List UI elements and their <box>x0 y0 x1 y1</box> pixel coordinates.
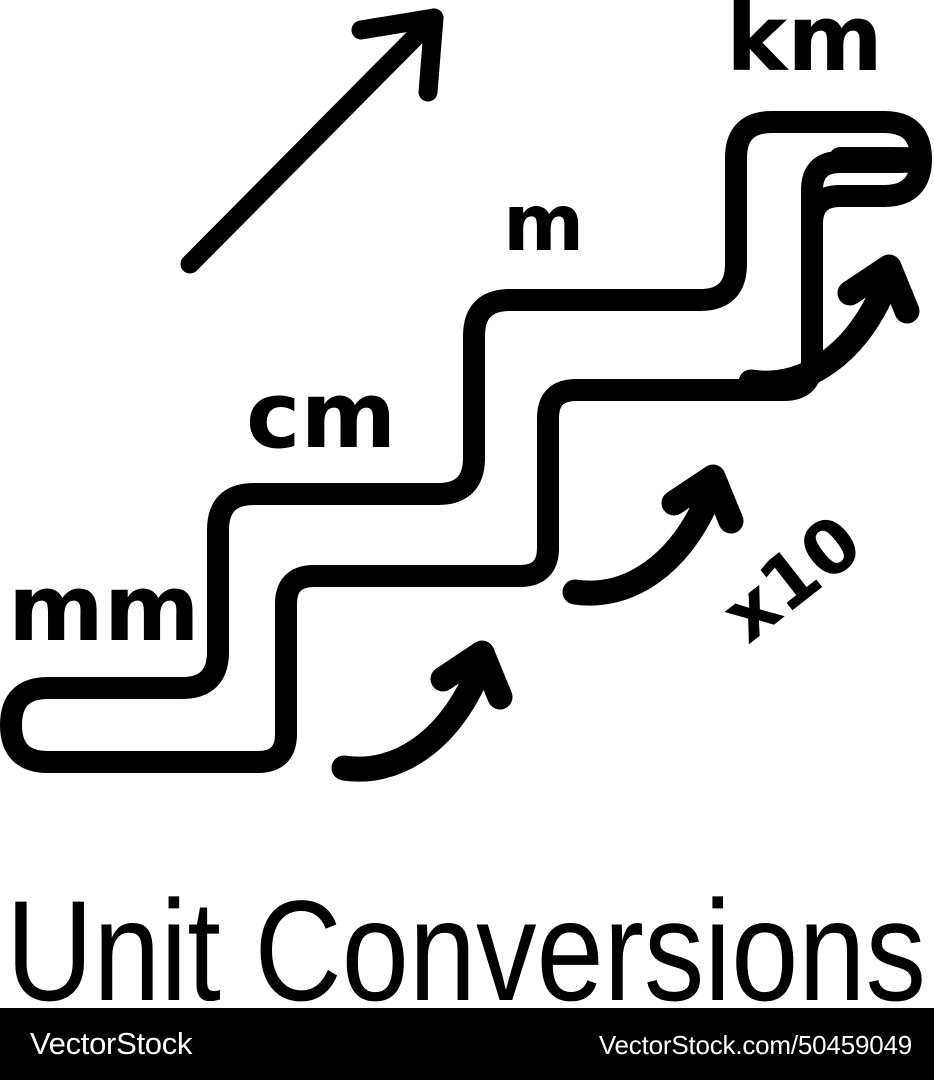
unit-conversions-illustration: mm cm m km x10 Unit Conversions <box>0 0 932 1010</box>
curved-arrow-icon-2 <box>562 464 744 606</box>
unit-label-km: km <box>726 0 883 92</box>
footer-bar: VectorStock VectorStock.com/50459049 <box>0 1008 934 1080</box>
unit-label-m: m <box>503 179 584 269</box>
footer-url-label: VectorStock.com/50459049 <box>598 1030 912 1060</box>
diagonal-arrow-icon <box>180 8 444 274</box>
curved-arrow-icon-1 <box>331 640 513 782</box>
unit-label-mm: mm <box>8 555 200 662</box>
unit-label-cm: cm <box>246 362 396 469</box>
page-title: Unit Conversions <box>6 872 926 1010</box>
artwork-canvas: mm cm m km x10 Unit Conversions <box>0 0 934 1010</box>
staircase-shape <box>0 111 932 773</box>
footer-brand-label: VectorStock <box>30 1026 193 1061</box>
curved-arrow-icon-3 <box>738 254 920 396</box>
